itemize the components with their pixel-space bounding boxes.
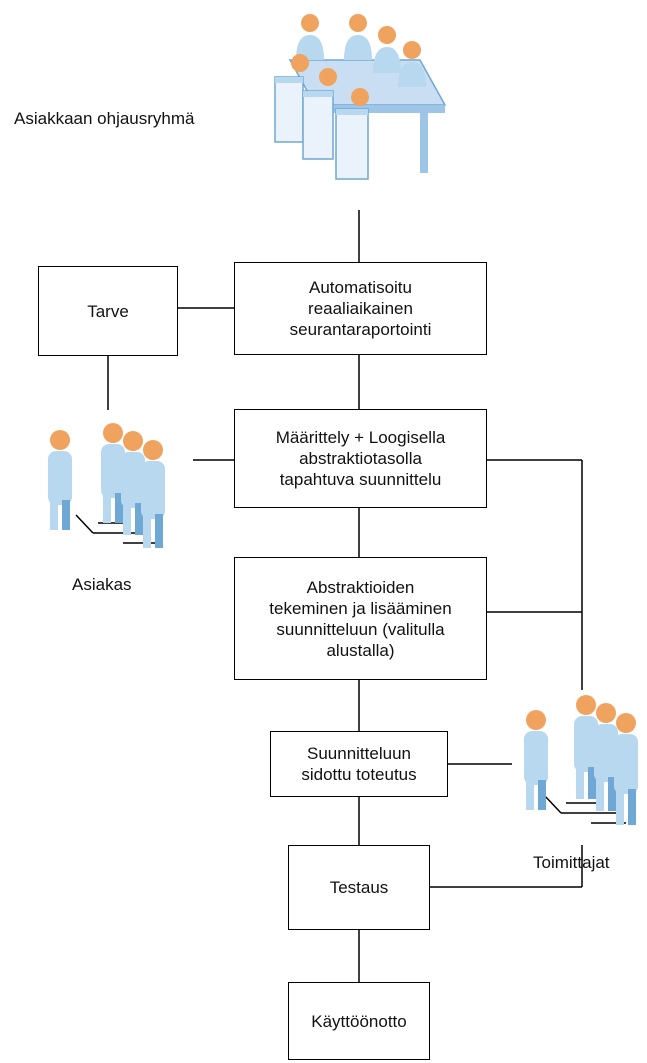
customer-group-icon	[48, 423, 165, 548]
meeting-group-icon	[274, 14, 447, 180]
customer-label: Asiakas	[72, 575, 132, 594]
implementation-box: Suunnitteluun sidottu toteutus	[270, 731, 448, 797]
deployment-box: Käyttöönotto	[288, 982, 430, 1060]
suppliers-group-icon	[524, 695, 638, 825]
testing-box: Testaus	[288, 845, 430, 930]
need-box: Tarve	[38, 266, 178, 356]
steering-group-label: Asiakkaan ohjausryhmä	[14, 109, 195, 128]
abstractions-box: Abstraktioiden tekeminen ja lisääminen s…	[234, 557, 487, 680]
reporting-box: Automatisoitu reaaliaikainen seurantarap…	[234, 262, 487, 355]
definition-box: Määrittely + Loogisella abstraktiotasoll…	[234, 409, 487, 508]
suppliers-label: Toimittajat	[533, 853, 610, 872]
